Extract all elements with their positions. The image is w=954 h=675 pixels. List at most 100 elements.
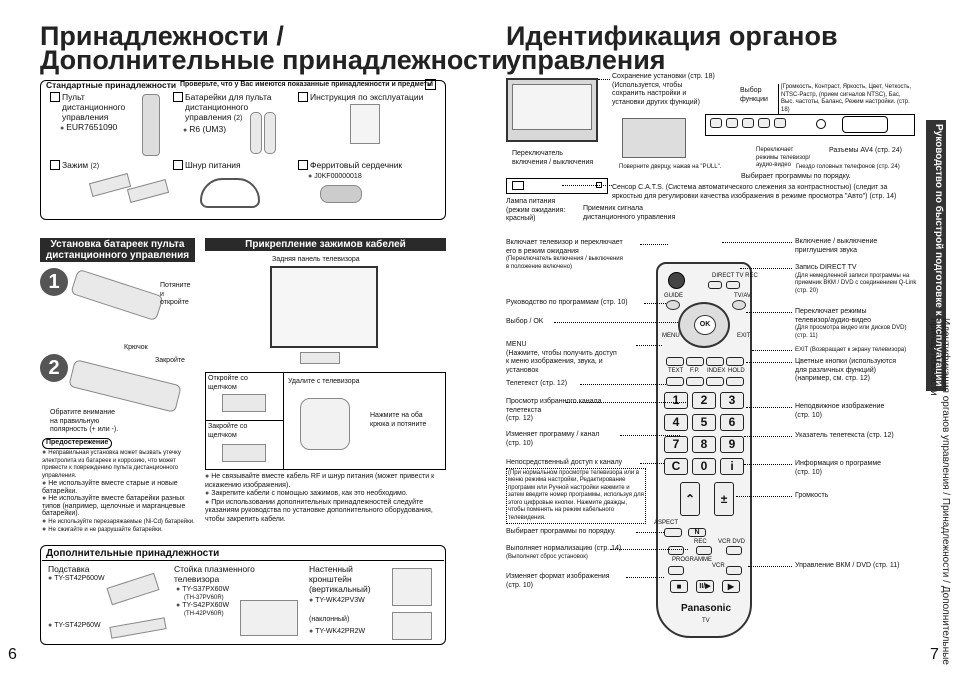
forward-button[interactable] <box>726 566 742 575</box>
callout-direct: Непосредственный доступ к каналу (При но… <box>506 459 646 524</box>
av4-jacks <box>842 116 888 133</box>
number-key-3[interactable]: 3 <box>720 392 744 409</box>
function-select-label: Выбор функции <box>740 87 768 103</box>
number-key-7[interactable]: 7 <box>664 436 688 453</box>
tv-side-panel <box>705 114 915 136</box>
wall-bracket-label: Настенный кронштейн (вертикальный) <box>309 564 371 594</box>
guide-label: GUIDE <box>664 293 684 299</box>
rec-button[interactable] <box>696 546 712 555</box>
battery-section-title: Установка батареек пульта дистанционного… <box>40 238 195 262</box>
cord-illustration <box>200 178 260 208</box>
number-key-4[interactable]: 4 <box>664 414 688 431</box>
stand-label: Подставка <box>48 564 90 574</box>
vcr-button[interactable] <box>668 546 684 555</box>
panel-button[interactable] <box>710 118 722 128</box>
hold-button[interactable] <box>726 377 744 386</box>
stop-button[interactable]: ■ <box>670 580 688 593</box>
tv-rear-illustration <box>270 266 378 348</box>
blue-button[interactable] <box>726 357 744 366</box>
page-title-controls-2: управления <box>506 45 666 75</box>
normalize-button[interactable]: N <box>688 528 706 537</box>
power-switch <box>512 181 524 190</box>
green-button[interactable] <box>686 357 704 366</box>
door-illustration <box>622 118 686 158</box>
clamp-notes: Не связывайте вместе кабель RF и шнур пи… <box>205 473 445 524</box>
panel-button[interactable] <box>758 118 770 128</box>
wall-model-2: TY-WK42PR2W <box>309 628 365 637</box>
callout-index: Указатель телетекста (стр. 12) <box>795 432 894 439</box>
hook-label: Крючок <box>124 344 148 351</box>
pause-button[interactable]: II/▶ <box>696 580 714 593</box>
page-title-optional: Дополнительные принадлежности <box>40 45 508 75</box>
number-key-5[interactable]: 5 <box>692 414 716 431</box>
stand-model-1: TY-ST42P600W <box>48 575 105 584</box>
yellow-button[interactable] <box>706 357 724 366</box>
aspect-label: ASPECT <box>654 520 679 526</box>
index-button[interactable] <box>706 377 724 386</box>
av4-label: Разъемы AV4 (стр. 24) <box>829 147 902 154</box>
caution-list: Неправильная установка может вызвать уте… <box>42 449 200 535</box>
callout-power: Включает телевизор и переключает его в р… <box>506 239 623 270</box>
ok-button[interactable]: OK <box>694 315 716 335</box>
callout-text: Телетекст (стр. 12) <box>506 380 568 387</box>
bracket-illustration <box>392 568 432 606</box>
index-label: INDEX <box>707 368 726 374</box>
optional-accessories-title: Дополнительные принадлежности <box>46 548 220 559</box>
remote-item: Пульт дистанционного управления EUR76510… <box>50 92 140 134</box>
hand-illustration <box>300 398 350 450</box>
text-label: TEXT <box>668 368 684 374</box>
callout-menu: MENU (Нажмите, чтобы получить доступ к м… <box>506 341 617 374</box>
function-desc: [Громкость, Контраст, Яркость, Цвет, Чет… <box>778 84 912 114</box>
optional-accessories-box <box>40 545 446 645</box>
number-key-6[interactable]: 6 <box>720 414 744 431</box>
red-button[interactable] <box>666 357 684 366</box>
play-button[interactable]: ▶ <box>722 580 740 593</box>
tvav-button[interactable] <box>732 300 746 310</box>
number-key-i[interactable]: i <box>720 458 744 475</box>
callout-color: Цветные кнопки (используются для различн… <box>795 358 897 382</box>
panel-button[interactable] <box>774 118 786 128</box>
direct-tv-rec-button[interactable] <box>726 281 740 289</box>
fp-button[interactable] <box>686 377 704 386</box>
panel-button[interactable] <box>742 118 754 128</box>
tv-mark: TV <box>702 618 710 624</box>
clamp-illustration <box>300 352 340 364</box>
number-key-9[interactable]: 9 <box>720 436 744 453</box>
sidebar-section-name: Идентификация органов управления / Прина… <box>928 318 951 665</box>
clamp-section-title: Прикрепление зажимов кабелей <box>205 238 446 251</box>
page-title-accessories: Принадлежности / <box>40 21 284 51</box>
manual-illustration <box>350 104 380 144</box>
number-key-0[interactable]: 0 <box>692 458 716 475</box>
remove-clamp-label: Удалите с телевизора <box>288 378 360 385</box>
exit-label: EXIT <box>737 333 751 339</box>
number-key-1[interactable]: 1 <box>664 392 688 409</box>
guide-button[interactable] <box>666 300 680 310</box>
callout-aspect: Изменяет формат изображения (стр. 10) <box>506 573 610 589</box>
number-key-C[interactable]: C <box>664 458 688 475</box>
callout-guide: Руководство по программам (стр. 10) <box>506 299 628 306</box>
bracket-illustration <box>392 612 432 640</box>
battery-illustration <box>264 112 276 154</box>
mute-button[interactable] <box>708 281 722 289</box>
power-button[interactable] <box>668 272 685 289</box>
manual-item: Инструкция по эксплуатации <box>298 92 423 102</box>
vcrdvd-button[interactable] <box>726 546 742 555</box>
panel-button[interactable] <box>726 118 738 128</box>
step-1-badge: 1 <box>40 268 68 296</box>
channel-rocker[interactable]: ⌃ <box>680 482 700 516</box>
ferrite-illustration <box>320 185 362 203</box>
direct-tv-label: DIRECT TV REC <box>712 273 758 279</box>
number-key-8[interactable]: 8 <box>692 436 716 453</box>
pedestal-label: Стойка плазменного телевизора <box>174 564 255 584</box>
volume-rocker[interactable]: ± <box>714 482 734 516</box>
callout-ok: Выбор / OK <box>506 318 544 325</box>
callout-favorite: Просмотр избранного канала телетекста (с… <box>506 398 602 422</box>
pedestal-models: TY-S37PX60W (TH-37PV60R) TY-S42PX60W (TH… <box>176 586 229 618</box>
tv-control-strip <box>506 178 608 194</box>
standard-accessories-label: Стандартные принадлежности <box>46 80 177 90</box>
number-key-2[interactable]: 2 <box>692 392 716 409</box>
text-button[interactable] <box>666 377 684 386</box>
aspect-button[interactable] <box>664 528 682 537</box>
rewind-button[interactable] <box>668 566 684 575</box>
